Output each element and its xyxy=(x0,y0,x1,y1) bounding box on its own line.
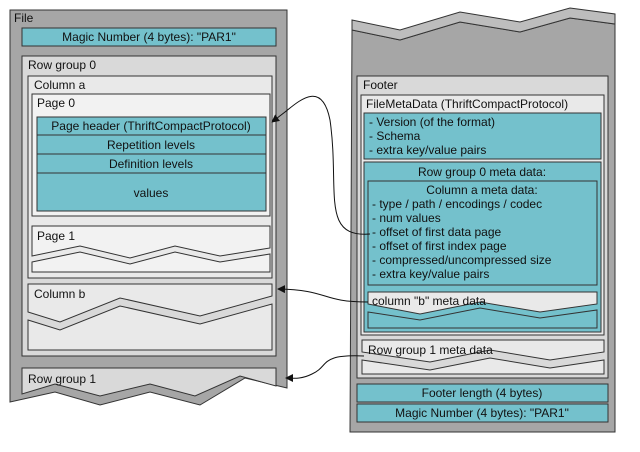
row-group-0-metadata-title: Row group 0 meta data: xyxy=(418,165,546,179)
footer-length-label: Footer length (4 bytes) xyxy=(422,386,543,400)
column-a-metadata-item: - offset of first data page xyxy=(372,225,502,239)
page-header-label: Page header (ThriftCompactProtocol) xyxy=(51,119,250,133)
page-1: Page 1 xyxy=(31,225,271,273)
row-group-1: Row group 1 xyxy=(21,367,277,397)
file-metadata-title: FileMetaData (ThriftCompactProtocol) xyxy=(366,97,568,111)
column-a-metadata-item: - extra key/value pairs xyxy=(372,267,489,281)
values-label: values xyxy=(134,186,169,200)
column-b: Column b xyxy=(27,283,273,351)
connector-colA-meta-to-page0 xyxy=(271,95,371,235)
row-group-1-title: Row group 1 xyxy=(28,372,96,386)
definition-levels-label: Definition levels xyxy=(109,157,193,171)
row-group-1-metadata: Row group 1 meta data xyxy=(361,339,605,375)
footer-title: Footer xyxy=(363,78,398,92)
column-a-title: Column a xyxy=(34,78,86,92)
column-a-metadata-box xyxy=(367,180,598,286)
column-a-metadata-item: - compressed/uncompressed size xyxy=(372,253,552,267)
magic-number-top: Magic Number (4 bytes): "PAR1" xyxy=(21,27,277,47)
file-metadata-item: - extra key/value pairs xyxy=(369,143,486,157)
values-box xyxy=(36,172,267,212)
column-b-metadata-label: column "b" meta data xyxy=(372,294,486,308)
column-a-metadata-item: - num values xyxy=(372,211,441,225)
file-metadata-item: - Version (of the format) xyxy=(369,115,495,129)
page-0-title: Page 0 xyxy=(37,96,75,110)
magic-number-bottom: Magic Number (4 bytes): "PAR1" xyxy=(356,403,609,423)
magic-number-top-label: Magic Number (4 bytes): "PAR1" xyxy=(62,30,236,44)
row-group-0-title: Row group 0 xyxy=(28,58,96,72)
page-0: Page 0 Page header (ThriftCompactProtoco… xyxy=(31,93,271,217)
column-a-metadata-item: - offset of first index page xyxy=(372,239,507,253)
connector-colB-meta-to-columnB xyxy=(277,285,369,303)
row-group-0-metadata: Row group 0 meta data: Column a meta dat… xyxy=(363,161,602,333)
page-1-title: Page 1 xyxy=(37,229,75,243)
column-b-metadata-box xyxy=(367,291,598,315)
row-group-1-metadata-label: Row group 1 meta data xyxy=(368,343,493,357)
column-a-metadata-title: Column a meta data: xyxy=(426,183,537,197)
column-b-title: Column b xyxy=(34,287,86,301)
file-metadata-items-box xyxy=(363,112,602,160)
watermark: @稀土掘金技术社区 xyxy=(515,434,614,448)
footer-length: Footer length (4 bytes) xyxy=(356,383,609,403)
magic-number-bottom-label: Magic Number (4 bytes): "PAR1" xyxy=(395,406,569,420)
column-b-metadata-tail xyxy=(367,307,598,329)
file-title: File xyxy=(14,11,34,25)
column-a-metadata-item: - type / path / encodings / codec xyxy=(372,197,542,211)
repetition-levels-label: Repetition levels xyxy=(107,138,195,152)
connector-rg1-meta-to-rowgroup1 xyxy=(285,355,365,383)
file-metadata-item: - Schema xyxy=(369,129,421,143)
